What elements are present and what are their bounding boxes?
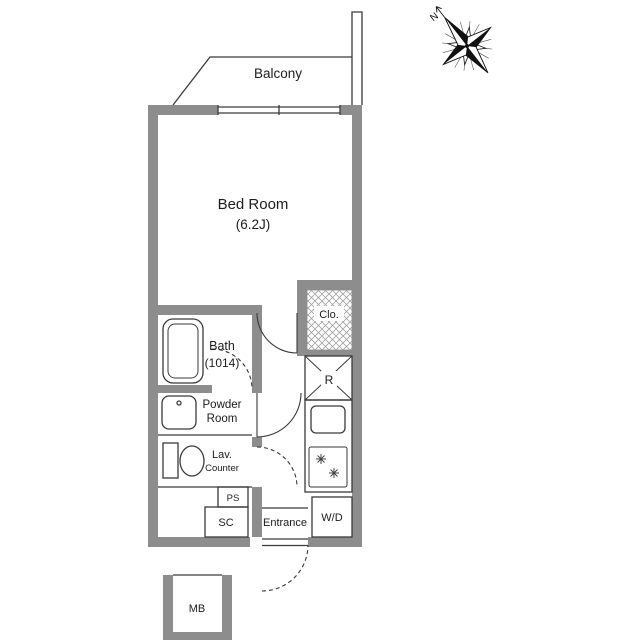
powder-room-label-line1: Powder bbox=[203, 399, 242, 411]
wall-mb-bottom bbox=[163, 632, 232, 640]
sink-icon bbox=[161, 395, 197, 430]
lavatory-label-line2: Counter bbox=[205, 463, 239, 474]
compass-center-dot bbox=[465, 44, 469, 48]
wall-corridor-1 bbox=[252, 305, 262, 393]
bath-size-label: (1014) bbox=[205, 356, 240, 370]
meter-box-label: MB bbox=[189, 603, 206, 615]
door-arcs bbox=[211, 312, 309, 592]
burner-icon bbox=[316, 454, 326, 464]
stove-burners bbox=[316, 454, 339, 478]
wall-corridor-3 bbox=[252, 487, 262, 537]
shoe-closet-box bbox=[204, 506, 249, 538]
north-arrowhead-right bbox=[436, 6, 442, 10]
wall-corridor-2 bbox=[252, 437, 262, 447]
wall-bath-bottom bbox=[148, 385, 212, 393]
toilet-bowl-icon bbox=[179, 445, 205, 477]
washer-dryer-box bbox=[311, 496, 353, 538]
bathtub-icon bbox=[162, 318, 204, 384]
refrigerator-box bbox=[304, 355, 353, 401]
lavatory-label-line1: Lav. bbox=[212, 449, 232, 461]
balcony-outline bbox=[172, 56, 352, 106]
closet-label-bg bbox=[314, 306, 344, 321]
bathtub-inner-icon bbox=[167, 323, 199, 379]
north-arrow-line bbox=[435, 6, 446, 18]
balcony-label: Balcony bbox=[254, 66, 302, 81]
wall-bedroom-bath bbox=[148, 305, 258, 315]
outlines bbox=[158, 11, 363, 576]
stove-outline bbox=[308, 446, 348, 488]
wall-right bbox=[352, 105, 362, 547]
compass-star-shading bbox=[443, 17, 491, 73]
kitchen-sink-icon bbox=[310, 405, 346, 434]
walls bbox=[148, 105, 362, 640]
wall-closet-left bbox=[297, 280, 307, 356]
wall-bottom-right bbox=[308, 537, 362, 547]
wall-mb-right bbox=[222, 575, 232, 640]
labels: Balcony Bed Room (6.2J) Bath (1014) Powd… bbox=[189, 66, 343, 615]
washer-dryer-label: W/D bbox=[321, 512, 342, 524]
wall-left bbox=[148, 105, 158, 547]
north-label: N bbox=[428, 11, 440, 24]
wall-top-left bbox=[148, 105, 218, 115]
bath-door-arc bbox=[211, 348, 253, 390]
toilet-tank-icon bbox=[162, 442, 179, 479]
bedroom-door-arc bbox=[256, 312, 298, 354]
entrance-door-arc bbox=[261, 544, 309, 592]
lav-door-arc bbox=[256, 446, 298, 488]
faucet-icon bbox=[176, 400, 182, 406]
wall-bottom-left bbox=[148, 537, 250, 547]
compass-rose: N bbox=[428, 6, 492, 74]
bedroom-size-label: (6.2J) bbox=[236, 217, 271, 232]
bedroom-label: Bed Room bbox=[218, 196, 289, 213]
pipe-shaft-label: PS bbox=[227, 493, 240, 504]
wall-closet-bottom bbox=[297, 350, 362, 356]
powder-door-arc bbox=[256, 392, 302, 438]
entrance-label: Entrance bbox=[263, 517, 307, 529]
north-arrowhead-left bbox=[435, 6, 438, 13]
refrigerator-label: R bbox=[325, 373, 334, 387]
label-backgrounds bbox=[314, 306, 344, 387]
balcony-side-wall bbox=[351, 11, 363, 105]
powder-room-label-line2: Room bbox=[207, 413, 238, 425]
wall-top-right bbox=[340, 105, 362, 115]
shoe-closet-label: SC bbox=[218, 517, 233, 529]
wall-mb-left bbox=[163, 575, 173, 640]
closet-label: Clo. bbox=[319, 309, 339, 321]
refrigerator-label-bg bbox=[321, 371, 337, 387]
bath-label: Bath bbox=[209, 339, 235, 353]
burner-icon bbox=[329, 468, 339, 478]
wall-closet-top bbox=[297, 280, 362, 290]
